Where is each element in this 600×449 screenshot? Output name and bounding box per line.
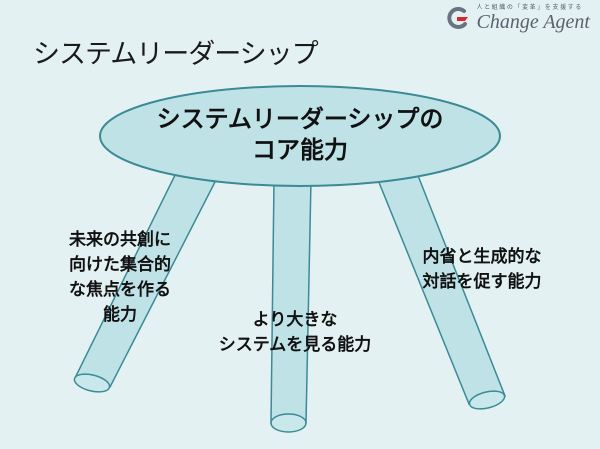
leg-center	[270, 179, 312, 433]
core-ellipse	[99, 85, 501, 187]
core-label-line-2: コア能力	[252, 136, 348, 164]
capability-center-line-1: より大きな	[252, 310, 338, 330]
core-label: システムリーダーシップの コア能力	[110, 104, 490, 166]
core-label-line-1: システムリーダーシップの	[156, 105, 444, 133]
brand-text: 人と組織の「変革」を支援する Change Agent	[476, 4, 590, 32]
brand-logo: 人と組織の「変革」を支援する Change Agent	[444, 4, 590, 32]
capability-left-line-1: 未来の共創に	[69, 230, 171, 250]
capability-right-label: 内省と生成的な 対話を促す能力	[392, 245, 572, 295]
capability-left-label: 未来の共創に 向けた集合的 な焦点を作る 能力	[45, 228, 195, 328]
capability-right-line-1: 内省と生成的な	[422, 247, 542, 267]
capability-left-line-4: 能力	[103, 305, 137, 325]
capability-right-line-2: 対話を促す能力	[422, 272, 542, 292]
capability-center-line-2: システムを見る能力	[218, 335, 372, 355]
capability-left-line-3: な焦点を作る	[69, 280, 171, 300]
brand-name: Change Agent	[476, 11, 590, 33]
capability-left-line-2: 向けた集合的	[69, 255, 171, 275]
slide-title: システムリーダーシップ	[33, 39, 319, 70]
brand-tagline: 人と組織の「変革」を支援する	[476, 4, 583, 11]
capability-center-label: より大きな システムを見る能力	[195, 308, 395, 358]
change-agent-logo-icon	[447, 7, 469, 29]
